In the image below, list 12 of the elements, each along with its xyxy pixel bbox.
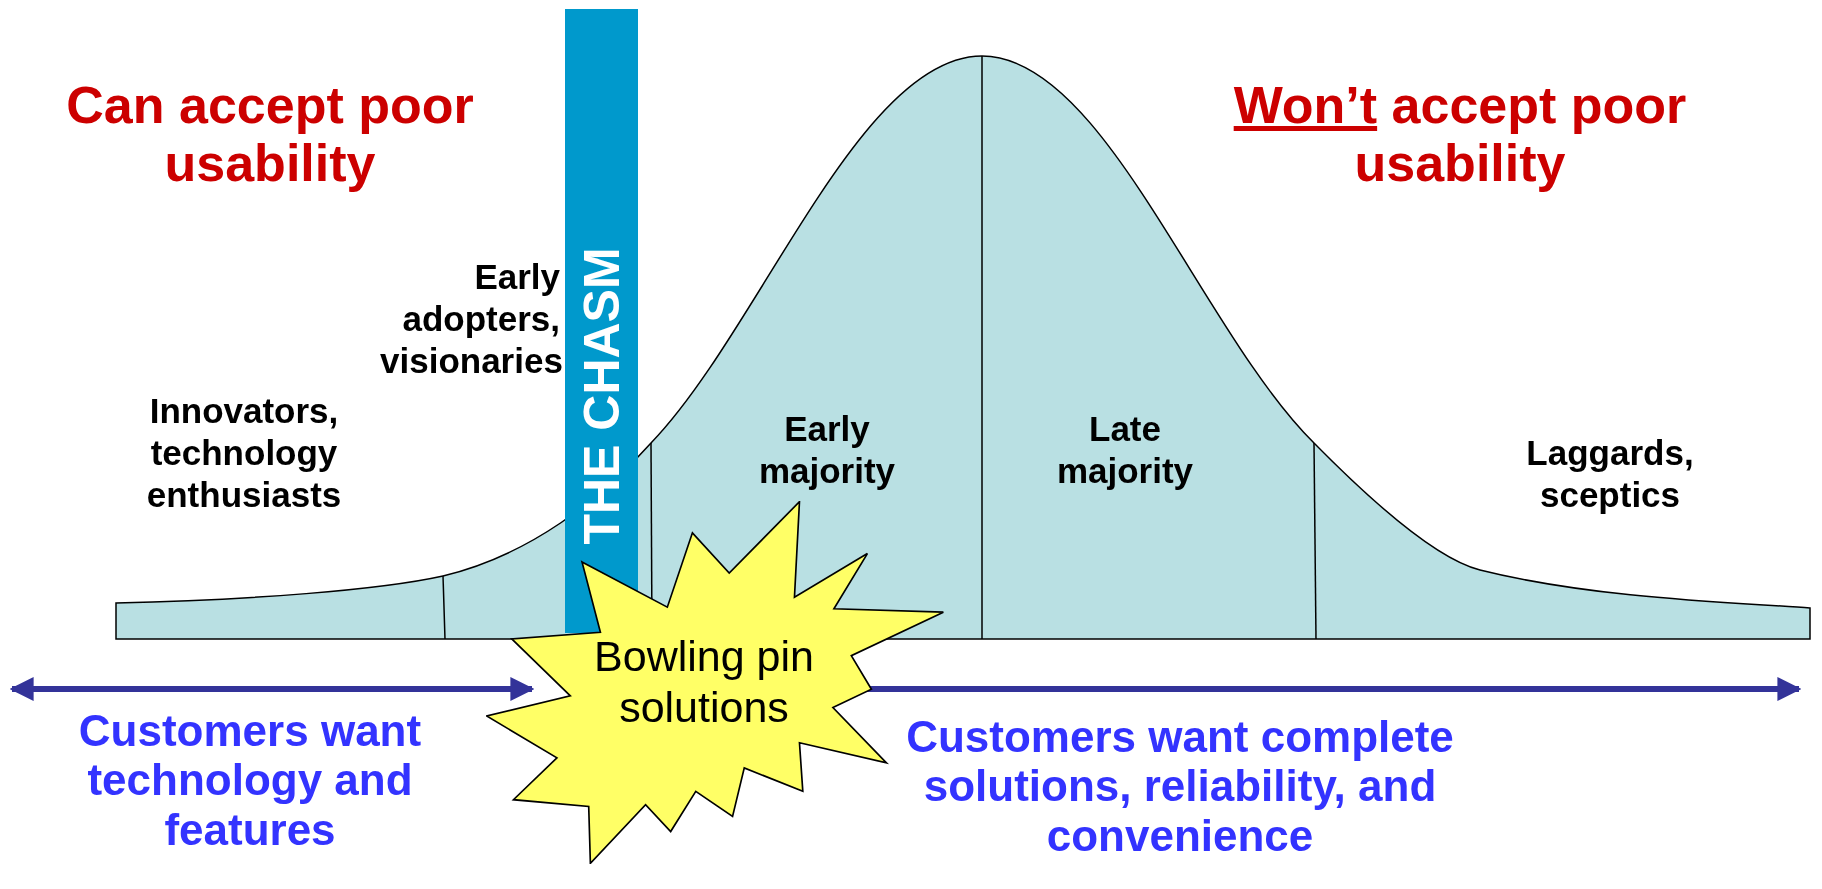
benefit-text: Customers want complete solutions, reliability, and convenience <box>905 712 1455 860</box>
benefit-text: Customers want technology and features <box>77 706 423 854</box>
segment-label: Laggards, sceptics <box>1525 432 1695 516</box>
chasm-band <box>565 9 638 633</box>
heading: Can accept poor usability <box>65 76 475 193</box>
segment-label: Early majority <box>757 408 897 492</box>
starburst-label: Bowling pin solutions <box>594 631 814 733</box>
segment-label: Late majority <box>1055 408 1195 492</box>
segment-label: Early adopters, visionaries <box>380 256 560 382</box>
segment-label: Innovators, technology enthusiasts <box>145 390 343 516</box>
band-label: THE CHASM <box>576 247 627 545</box>
heading: Won’t accept poor usability <box>1232 76 1688 193</box>
